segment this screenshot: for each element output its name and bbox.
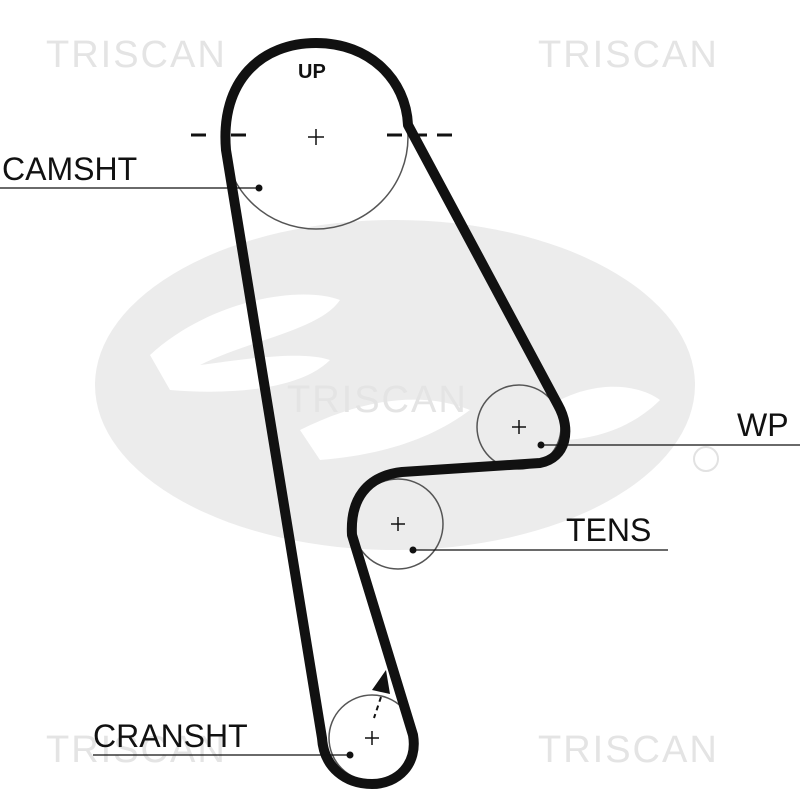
- rotation-arrow-icon: [372, 670, 390, 719]
- timing-belt: [220, 38, 571, 789]
- label-crankshaft: CRANSHT: [93, 718, 248, 754]
- watermark-top-right: TRISCAN: [538, 34, 719, 76]
- label-camshaft: CAMSHT: [2, 151, 137, 187]
- watermark-bottom-left: TRISCAN: [46, 729, 227, 771]
- watermark-center: TRISCAN: [287, 379, 468, 421]
- gates-logo-watermark: [95, 220, 719, 550]
- center-marks: [308, 129, 526, 745]
- watermark-bottom-right: TRISCAN: [538, 729, 719, 771]
- watermark-top-left: TRISCAN: [46, 34, 227, 76]
- label-water-pump: WP: [737, 407, 789, 443]
- label-up: UP: [298, 61, 326, 83]
- leader-lines: [0, 187, 800, 756]
- label-tensioner: TENS: [566, 512, 651, 548]
